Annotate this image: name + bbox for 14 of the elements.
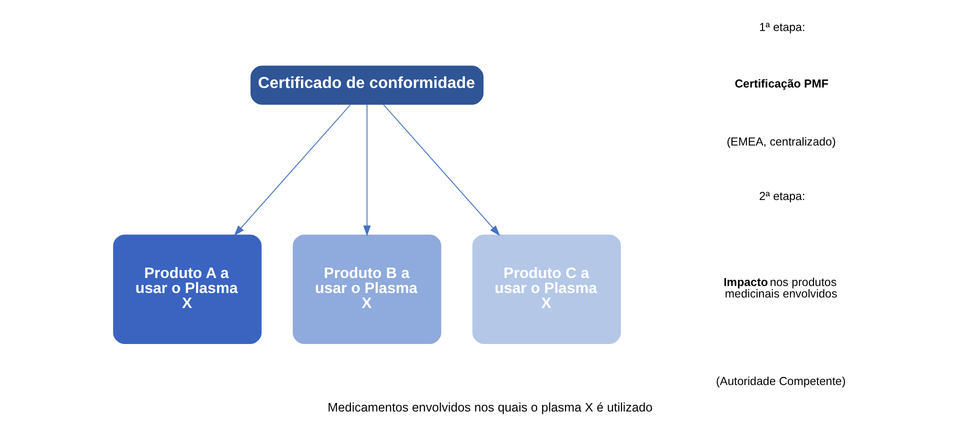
node-box: Certificado de conformidade [250,66,483,105]
arrow [382,104,500,236]
label: (EMEA, centralizado) [726,136,836,149]
caption: Medicamentos envolvidos nos quais o plasma X é utilizado [327,400,652,414]
arrow [362,104,370,236]
label: 2ª etapa: [758,190,805,203]
label: 1ª etapa: [758,22,805,34]
node-box: Produto A a usar o Plasma X [112,234,262,344]
node-box: Produto B a usar o Plasma X [292,234,441,344]
label: Impacto nos produtos medicinais envolvidos [723,277,837,301]
label: Certificação PMF [734,78,828,90]
node-box: Produto C a usar o Plasma X [472,234,620,344]
arrow [233,104,351,236]
label: (Autoridade Competente) [716,376,846,388]
